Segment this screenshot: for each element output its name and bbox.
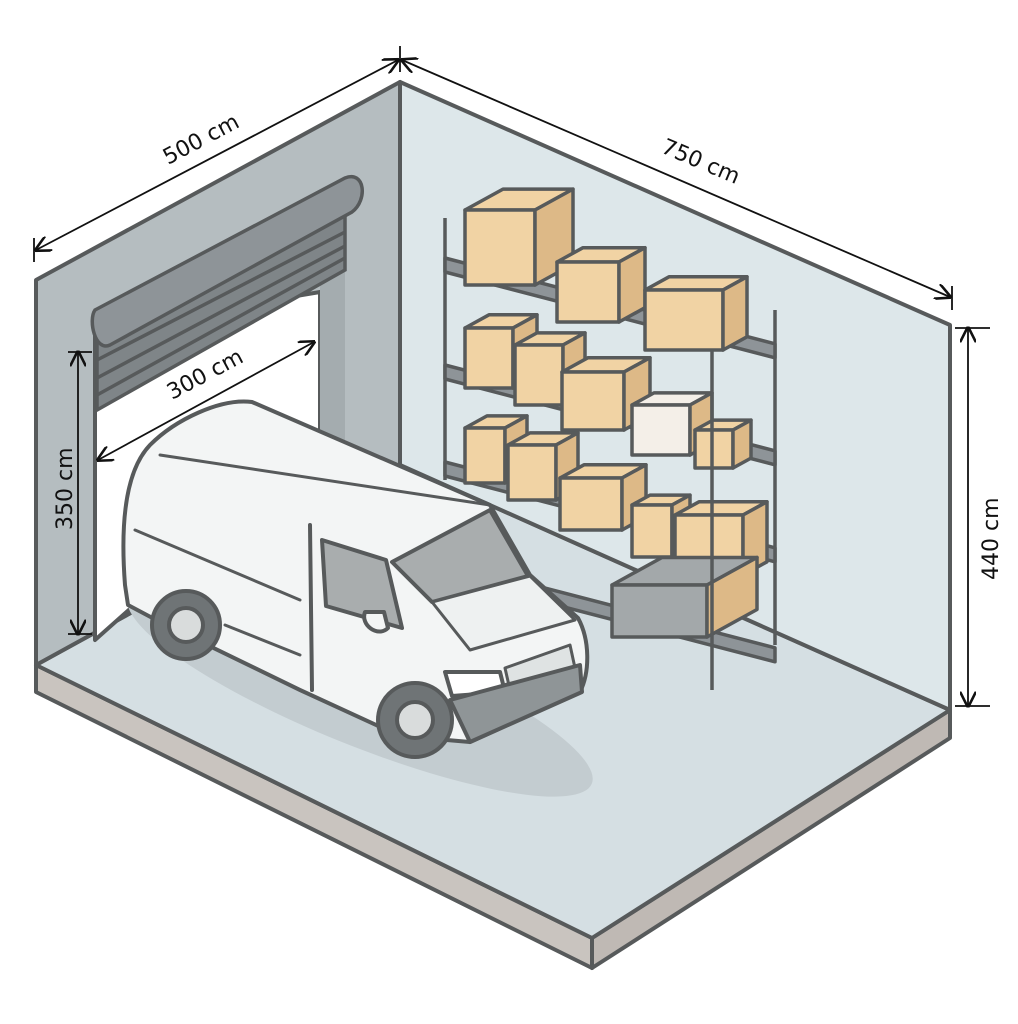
storage-box	[463, 426, 507, 485]
storage-box	[555, 260, 621, 324]
van-mirror	[362, 610, 390, 634]
storage-box-side	[721, 275, 749, 352]
storage-box	[630, 503, 674, 559]
storage-box	[643, 288, 725, 352]
storage-box-side	[731, 418, 753, 470]
storage-bin-side	[705, 555, 759, 639]
storage-box	[558, 476, 624, 532]
door-height-label: 350 cm	[53, 447, 78, 530]
storage-bin	[610, 583, 709, 639]
depth-label: 750 cm	[658, 135, 744, 190]
width-label: 500 cm	[159, 109, 244, 170]
storage-box	[506, 443, 558, 502]
van-side-window	[320, 538, 404, 630]
storage-box	[463, 208, 537, 287]
van-front-wheel	[376, 681, 454, 759]
storage-box	[463, 326, 515, 390]
dimension-lines	[34, 46, 990, 706]
height-label: 440 cm	[979, 497, 1004, 580]
storage-box	[693, 428, 735, 470]
van-rear-wheel	[150, 589, 222, 661]
storage-box-side	[617, 245, 647, 324]
storage-box	[630, 403, 692, 457]
van-bumper	[448, 663, 584, 744]
storage-box	[560, 370, 626, 432]
storage-box	[513, 343, 565, 407]
